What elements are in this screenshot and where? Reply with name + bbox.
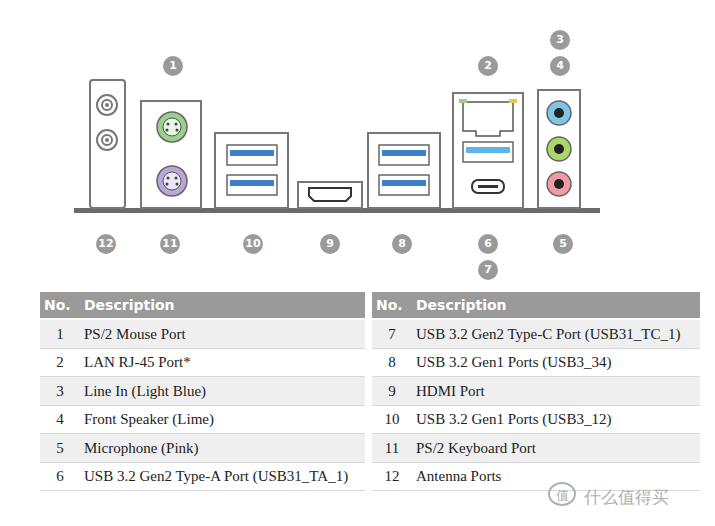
table-number: 1: [40, 320, 80, 348]
table-number: 6: [40, 462, 80, 490]
table-number: 7: [372, 320, 412, 348]
table-cell: USB 3.2 Gen2 Type-C Port (USB31_TC_1): [416, 320, 698, 348]
table-cell: Antenna Ports: [416, 462, 698, 490]
table-cell: HDMI Port: [416, 377, 698, 405]
table-header: No.: [44, 292, 82, 318]
callout-number: 1: [163, 56, 183, 76]
watermark: 什么值得买: [584, 486, 669, 509]
table-cell: USB 3.2 Gen2 Type-A Port (USB31_TA_1): [84, 462, 362, 490]
table-cell: PS/2 Mouse Port: [84, 320, 362, 348]
table-number: 10: [372, 405, 412, 433]
table-cell: LAN RJ-45 Port*: [84, 348, 362, 376]
table-number: 4: [40, 405, 80, 433]
callout-number: 2: [478, 56, 498, 76]
table-number: 12: [372, 462, 412, 490]
table-number: 3: [40, 377, 80, 405]
table-number: 2: [40, 348, 80, 376]
callout-number: 12: [96, 234, 116, 254]
table-cell: Line In (Light Blue): [84, 377, 362, 405]
table-cell: USB 3.2 Gen1 Ports (USB3_12): [416, 405, 698, 433]
callout-number: 4: [550, 56, 570, 76]
callout-number: 9: [320, 234, 340, 254]
table-number: 11: [372, 434, 412, 462]
callout-number: 3: [550, 30, 570, 50]
callout-number: 5: [553, 234, 573, 254]
table-cell: PS/2 Keyboard Port: [416, 434, 698, 462]
table-number: 9: [372, 377, 412, 405]
table-header: Description: [416, 292, 686, 318]
table-cell: Front Speaker (Lime): [84, 405, 362, 433]
callout-number: 8: [392, 234, 412, 254]
callout-number: 7: [478, 260, 498, 280]
table-header: Description: [84, 292, 354, 318]
table-cell: USB 3.2 Gen1 Ports (USB3_34): [416, 348, 698, 376]
table-number: 5: [40, 434, 80, 462]
callout-number: 10: [243, 234, 263, 254]
table-header: No.: [376, 292, 414, 318]
table-number: 8: [372, 348, 412, 376]
table-cell: Microphone (Pink): [84, 434, 362, 462]
callout-number: 6: [478, 234, 498, 254]
callout-number: 11: [160, 234, 180, 254]
watermark-logo: 值: [548, 482, 576, 506]
